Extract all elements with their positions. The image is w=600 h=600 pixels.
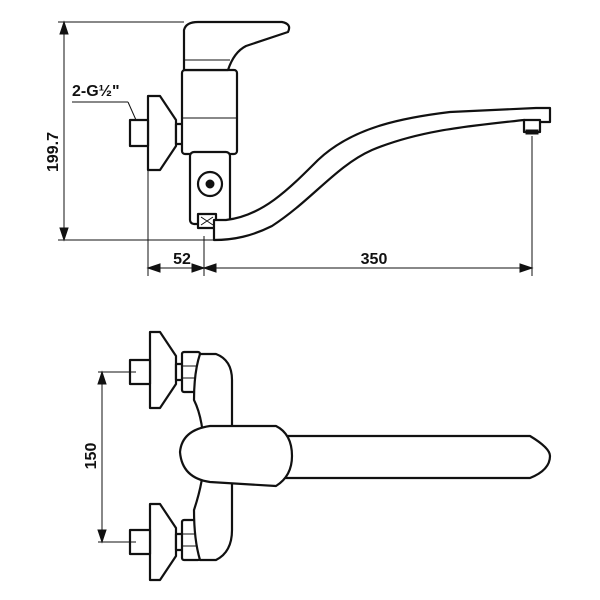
reach-dimension: 350 bbox=[202, 136, 534, 276]
height-dimension-label: 199.7 bbox=[45, 132, 62, 172]
wall-flange bbox=[146, 94, 178, 172]
offset-dimension: 52 bbox=[146, 170, 206, 276]
side-view: 199.7 2-G½" 52 350 bbox=[45, 20, 552, 276]
lever-handle bbox=[182, 20, 291, 72]
inlet-pipe bbox=[128, 118, 150, 148]
cartridge-body bbox=[180, 68, 239, 156]
lower-inlet bbox=[128, 502, 202, 582]
spacing-dimension: 150 bbox=[83, 370, 136, 544]
thread-callout: 2-G½" bbox=[72, 83, 137, 121]
reach-dimension-label: 350 bbox=[361, 251, 388, 268]
spout-top-view bbox=[274, 434, 552, 480]
spacing-dimension-label: 150 bbox=[83, 443, 100, 470]
swivel-spout bbox=[212, 106, 552, 242]
handle-top-view bbox=[178, 424, 294, 488]
height-dimension: 199.7 bbox=[45, 20, 214, 242]
top-view: 150 bbox=[83, 330, 552, 582]
upper-inlet bbox=[128, 330, 202, 410]
thread-label: 2-G½" bbox=[72, 83, 120, 100]
offset-dimension-label: 52 bbox=[173, 251, 191, 268]
